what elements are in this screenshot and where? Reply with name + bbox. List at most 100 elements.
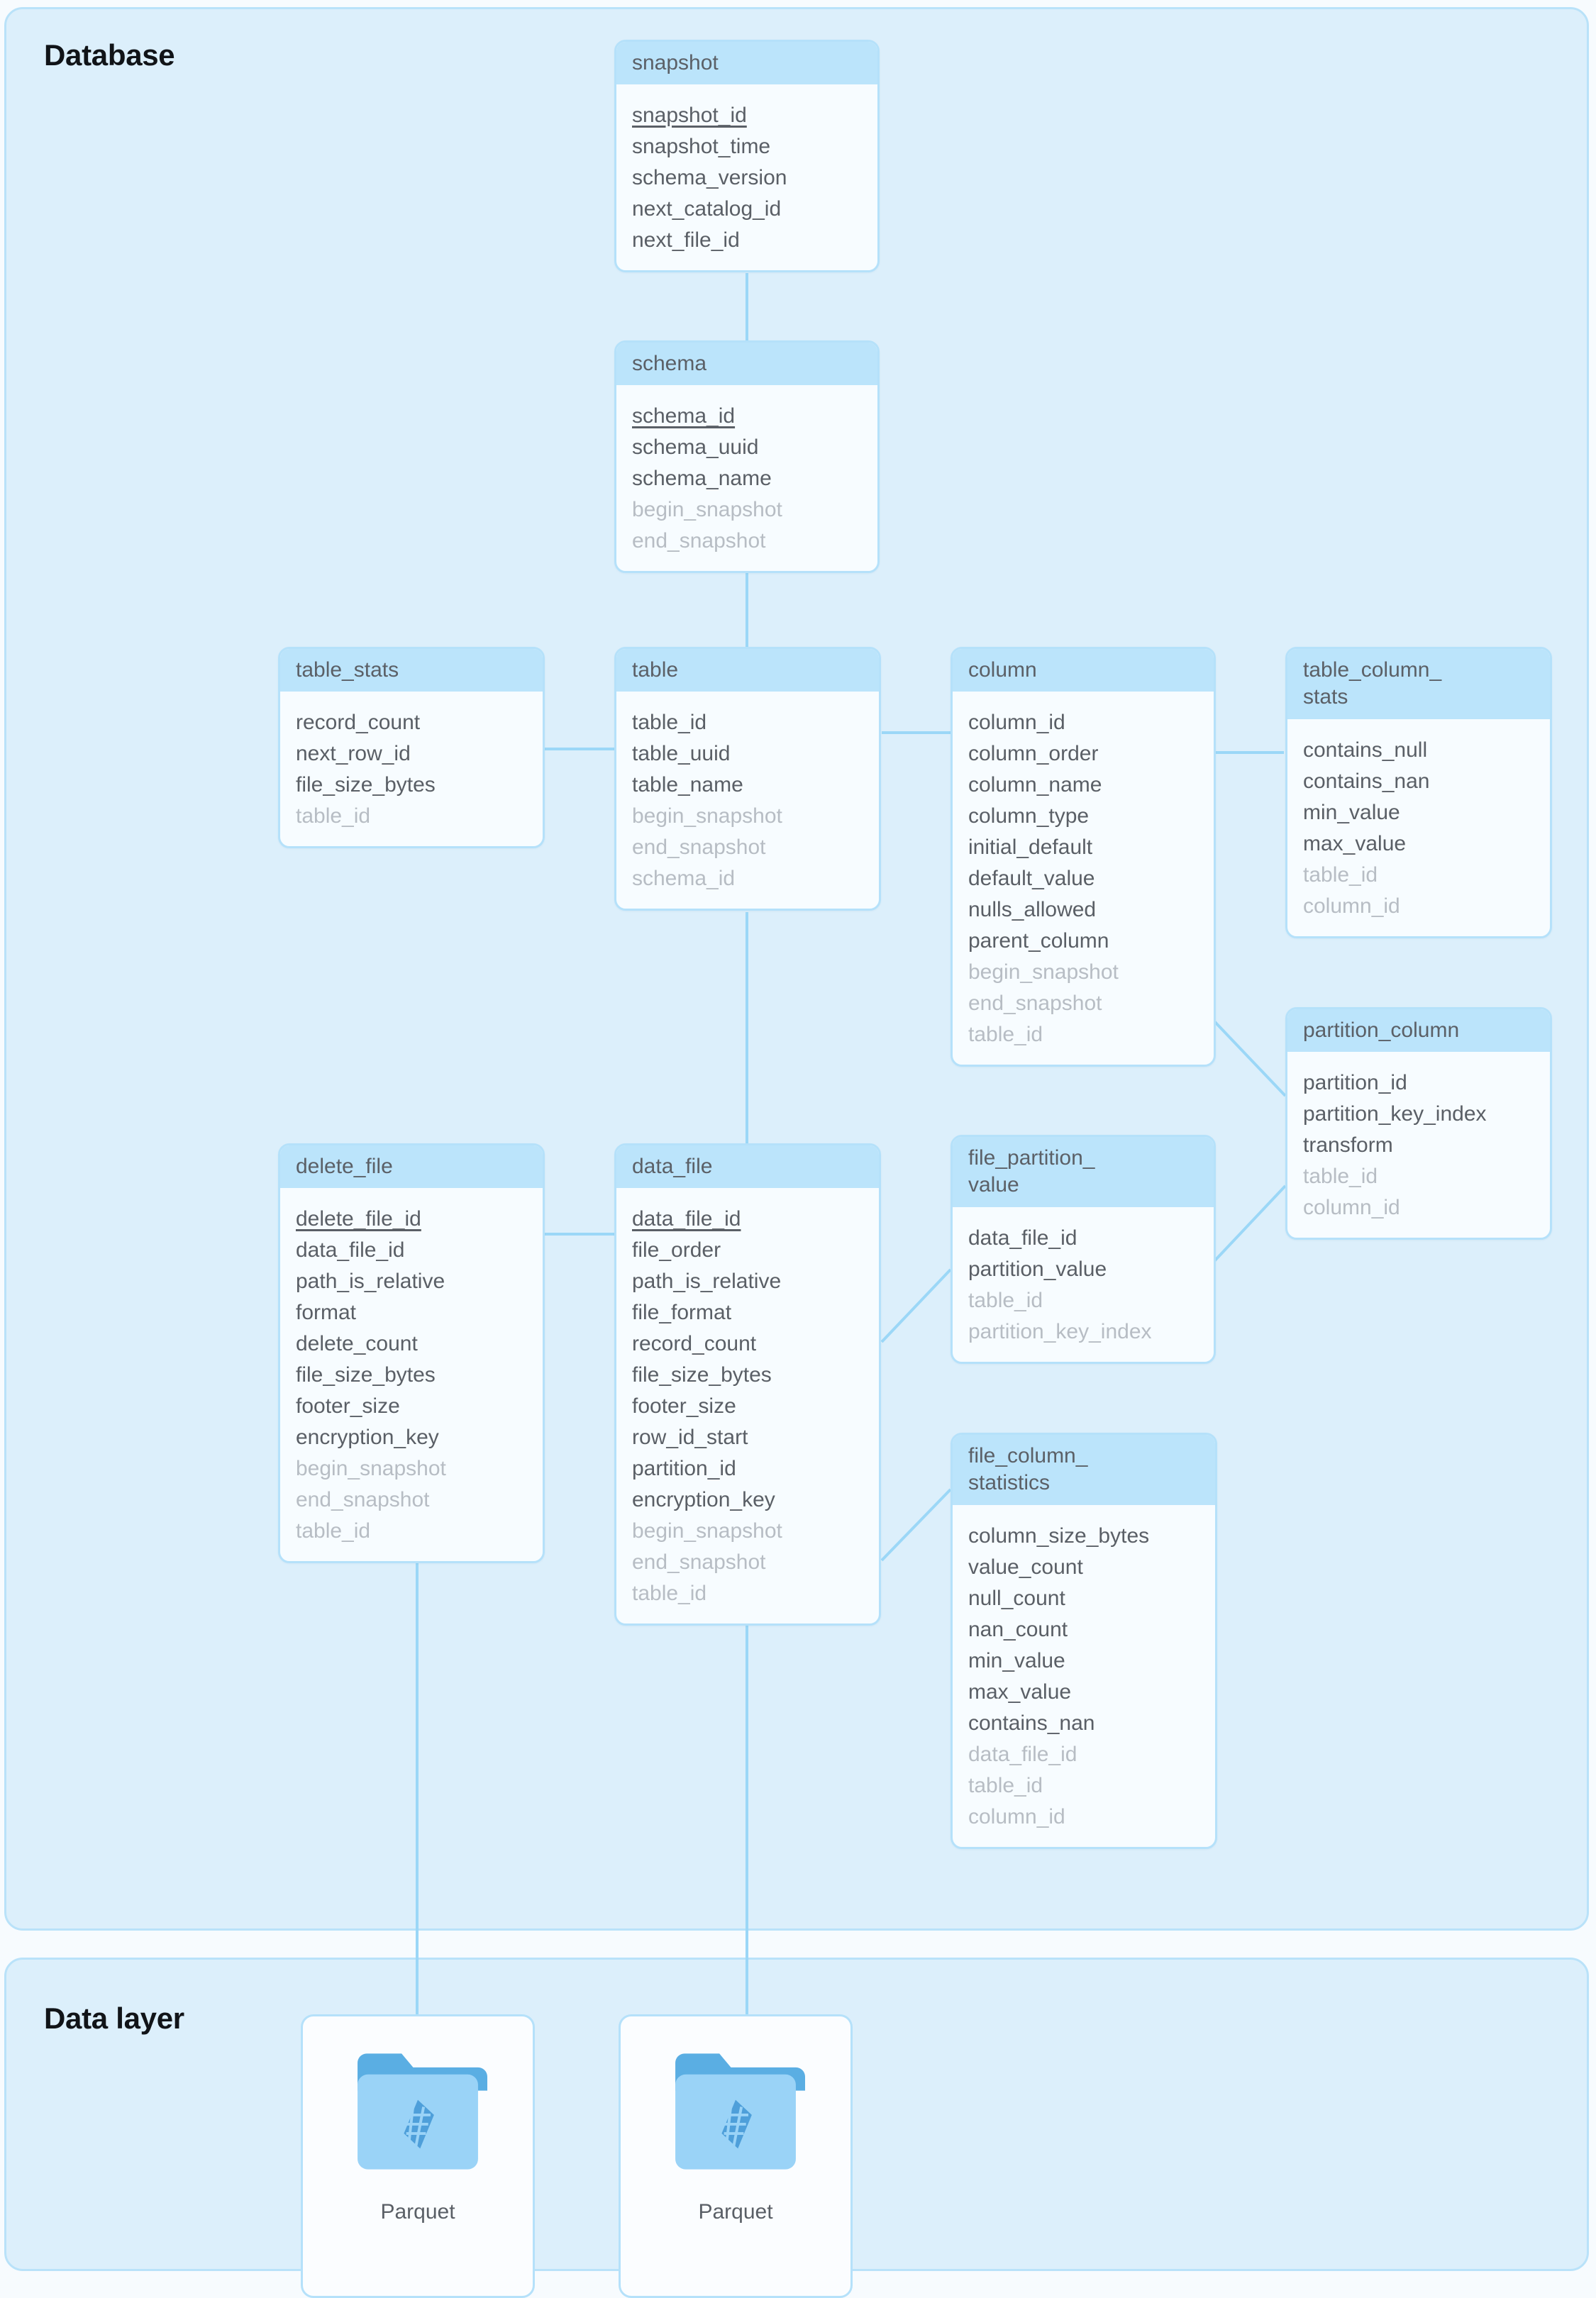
field-data_file-file_order: file_order [632,1238,721,1262]
entity-title-schema: schema [616,343,877,386]
field-file_column_statistics-column_size_bytes: column_size_bytes [968,1523,1150,1548]
field-delete_file-end_snapshot: end_snapshot [296,1488,430,1512]
field-delete_file-delete_count: delete_count [296,1332,418,1356]
field-table_column_stats-contains_nan: contains_nan [1303,769,1430,793]
field-file_column_statistics-data_file_id: data_file_id [968,1742,1077,1766]
data-layer-section-title: Data layer [44,2002,184,2035]
field-column-begin_snapshot: begin_snapshot [968,960,1119,984]
field-schema-schema_id: schema_id [632,404,736,428]
field-column-column_type: column_type [968,804,1090,828]
field-column-column_id: column_id [968,711,1065,735]
entity-title-partition_column: partition_column [1287,1009,1550,1053]
field-file_partition_value-table_id: table_id [968,1288,1043,1312]
field-data_file-end_snapshot: end_snapshot [632,1550,766,1575]
field-partition_column-table_id: table_id [1303,1165,1378,1189]
field-delete_file-data_file_id: data_file_id [296,1238,405,1262]
field-column-column_name: column_name [968,773,1102,797]
entity-file_column_statistics[interactable]: file_column_ statistics column_size_bytes… [951,1433,1217,1849]
field-column-end_snapshot: end_snapshot [968,992,1102,1016]
parquet-card-2[interactable]: Parquet [619,2014,853,2298]
field-data_file-footer_size: footer_size [632,1394,736,1419]
field-table_stats-table_id: table_id [296,804,371,828]
field-delete_file-table_id: table_id [296,1519,371,1543]
field-file_column_statistics-value_count: value_count [968,1555,1083,1579]
field-snapshot-schema_version: schema_version [632,166,787,190]
field-partition_column-column_id: column_id [1303,1196,1400,1220]
entity-title-table_stats: table_stats [280,649,543,692]
entity-partition_column[interactable]: partition_column partition_id partition_ke… [1285,1007,1552,1240]
field-column-initial_default: initial_default [968,836,1093,860]
entity-title-data_file: data_file [616,1145,879,1189]
field-table_stats-file_size_bytes: file_size_bytes [296,773,436,797]
field-data_file-data_file_id: data_file_id [632,1207,741,1231]
entity-title-file_column_statistics: file_column_ statistics [953,1435,1215,1505]
field-snapshot-next_catalog_id: next_catalog_id [632,197,782,221]
entity-title-column: column [953,649,1214,692]
parquet-label-2: Parquet [698,2200,773,2224]
field-schema-end_snapshot: end_snapshot [632,529,766,553]
field-delete_file-delete_file_id: delete_file_id [296,1207,421,1231]
field-file_column_statistics-contains_nan: contains_nan [968,1711,1095,1735]
field-file_column_statistics-nan_count: nan_count [968,1617,1068,1641]
field-delete_file-encryption_key: encryption_key [296,1426,439,1450]
field-table-table_uuid: table_uuid [632,742,731,766]
field-snapshot-next_file_id: next_file_id [632,228,740,252]
field-file_partition_value-partition_value: partition_value [968,1257,1107,1281]
entity-table_stats[interactable]: table_stats record_count next_row_id file_s… [278,647,545,849]
field-data_file-encryption_key: encryption_key [632,1488,775,1512]
field-table_column_stats-contains_null: contains_null [1303,738,1428,762]
field-schema-schema_name: schema_name [632,467,772,491]
field-table_column_stats-max_value: max_value [1303,831,1407,855]
field-table_column_stats-min_value: min_value [1303,800,1400,824]
field-schema-schema_uuid: schema_uuid [632,435,759,460]
field-delete_file-begin_snapshot: begin_snapshot [296,1457,446,1481]
field-table-table_id: table_id [632,711,707,735]
field-table_stats-record_count: record_count [296,711,421,735]
field-data_file-file_format: file_format [632,1301,732,1325]
entity-title-snapshot: snapshot [616,42,877,85]
entity-title-delete_file: delete_file [280,1145,543,1189]
field-data_file-begin_snapshot: begin_snapshot [632,1519,782,1543]
folder-parquet-icon [675,2053,805,2170]
field-delete_file-file_size_bytes: file_size_bytes [296,1363,436,1387]
parquet-label-1: Parquet [380,2200,455,2224]
field-table-schema_id: schema_id [632,867,736,891]
field-data_file-table_id: table_id [632,1582,707,1606]
field-file_column_statistics-column_id: column_id [968,1804,1065,1828]
field-file_partition_value-partition_key_index: partition_key_index [968,1319,1152,1343]
field-data_file-partition_id: partition_id [632,1457,736,1481]
field-table_column_stats-table_id: table_id [1303,862,1378,887]
entity-title-file_partition_value: file_partition_ value [953,1137,1214,1207]
folder-parquet-icon-wrap-1 [348,2042,487,2185]
field-data_file-file_size_bytes: file_size_bytes [632,1363,772,1387]
field-file_column_statistics-min_value: min_value [968,1648,1065,1672]
field-delete_file-footer_size: footer_size [296,1394,400,1419]
field-data_file-row_id_start: row_id_start [632,1426,748,1450]
field-table_column_stats-column_id: column_id [1303,894,1400,918]
field-table_stats-next_row_id: next_row_id [296,742,411,766]
field-table-begin_snapshot: begin_snapshot [632,804,782,828]
field-delete_file-format: format [296,1301,357,1325]
field-column-default_value: default_value [968,867,1095,891]
parquet-card-1[interactable]: Parquet [301,2014,535,2298]
field-partition_column-partition_id: partition_id [1303,1071,1407,1095]
field-partition_column-partition_key_index: partition_key_index [1303,1102,1487,1126]
field-table-end_snapshot: end_snapshot [632,836,766,860]
